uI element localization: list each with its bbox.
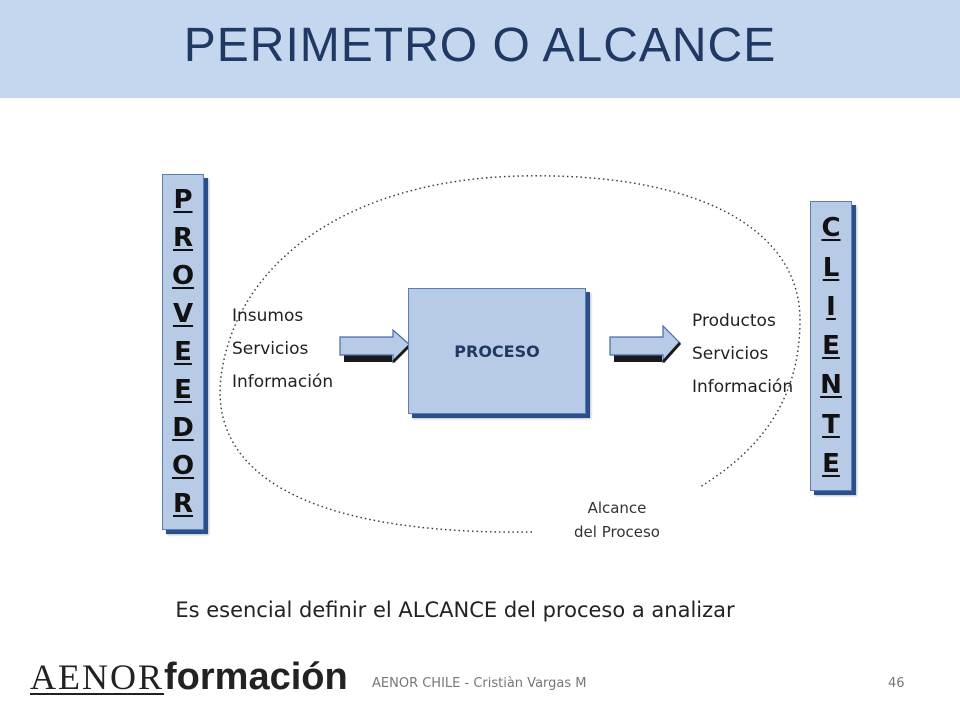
supplier-letter: O xyxy=(171,451,195,481)
input-item: Información xyxy=(232,372,334,392)
client-letter: T xyxy=(822,409,840,440)
supplier-letter: D xyxy=(172,413,194,443)
supplier-letter: E xyxy=(174,337,192,367)
logo-part-formacion: formación xyxy=(164,656,348,698)
supplier-letter: O xyxy=(171,261,195,291)
supplier-letter: E xyxy=(174,375,192,405)
output-item: Información xyxy=(692,377,794,397)
logo-part-aenor: AENOR xyxy=(30,657,164,697)
supplier-letter: R xyxy=(172,223,194,253)
client-letter: E xyxy=(822,331,840,361)
client-letter: N xyxy=(820,370,842,401)
client-letter: I xyxy=(826,291,836,322)
process-label: PROCESO xyxy=(454,341,540,361)
footer-text: AENOR CHILE - Cristiàn Vargas M xyxy=(372,676,587,691)
supplier-letter: V xyxy=(172,299,194,329)
input-arrow xyxy=(339,328,412,364)
output-item: Productos xyxy=(692,311,776,331)
scope-label: Alcance del Proceso xyxy=(550,496,684,544)
process-box: PROCESO xyxy=(408,288,586,414)
scope-label-line: Alcance xyxy=(587,499,647,517)
client-letter: L xyxy=(822,252,840,283)
page-number: 46 xyxy=(888,676,905,691)
aenor-logo: AENORformación xyxy=(30,656,348,706)
input-item: Insumos xyxy=(232,306,304,326)
client-box: C L I E N T E xyxy=(810,201,852,491)
supplier-box: P R O V E E D O R xyxy=(162,174,204,530)
client-letter: C xyxy=(821,213,841,244)
slide-title: PERIMETRO O ALCANCE xyxy=(183,19,777,72)
input-list: Insumos Servicios Información xyxy=(232,300,333,399)
key-statement: Es esencial definir el ALCANCE del proce… xyxy=(175,598,735,622)
scope-boundary xyxy=(219,175,801,533)
title-bar xyxy=(0,0,960,98)
supplier-letter: R xyxy=(172,489,194,519)
supplier-letter: P xyxy=(173,185,193,215)
output-item: Servicios xyxy=(692,344,769,364)
output-list: Productos Servicios Información xyxy=(692,305,793,404)
output-arrow xyxy=(609,324,682,364)
scope-label-line: del Proceso xyxy=(574,523,660,541)
client-letter: E xyxy=(822,448,840,479)
input-item: Servicios xyxy=(232,339,309,359)
